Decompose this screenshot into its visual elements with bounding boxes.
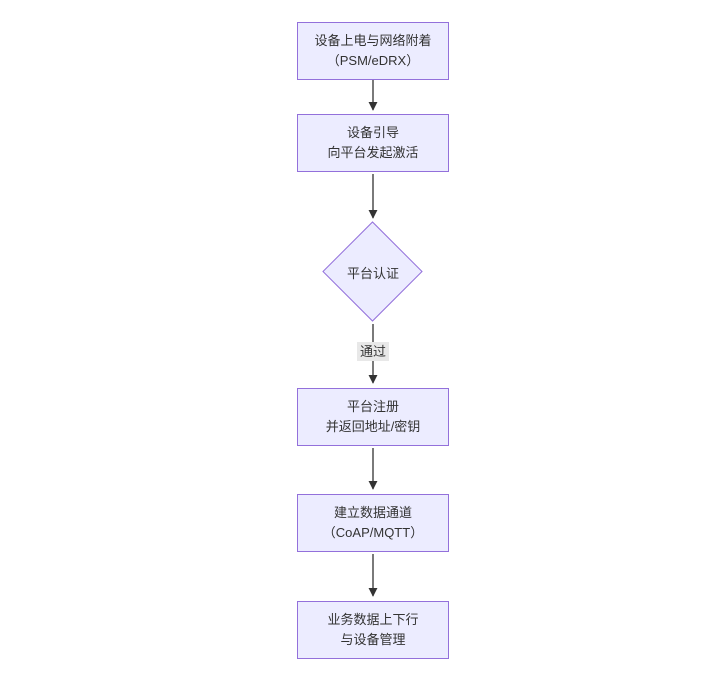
node-platform-auth: 平台认证 [322, 221, 423, 322]
node-bootstrap: 设备引导 向平台发起激活 [297, 114, 449, 172]
node-business: 业务数据上下行 与设备管理 [297, 601, 449, 659]
node-power-attach-line-2: （PSM/eDRX） [326, 53, 420, 68]
node-bootstrap-line-2: 向平台发起激活 [327, 145, 419, 160]
node-business-line-2: 与设备管理 [340, 632, 406, 647]
node-register-line-2: 并返回地址/密钥 [325, 419, 421, 434]
node-data-channel: 建立数据通道 （CoAP/MQTT） [297, 494, 449, 552]
node-power-attach: 设备上电与网络附着 （PSM/eDRX） [297, 22, 449, 80]
node-register-line-1: 平台注册 [346, 399, 399, 414]
node-data-channel-line-1: 建立数据通道 [333, 505, 412, 520]
node-bootstrap-line-1: 设备引导 [346, 125, 399, 140]
node-platform-auth-label: 平台认证 [346, 265, 399, 281]
edge-label-pass: 通过 [356, 342, 390, 361]
node-register: 平台注册 并返回地址/密钥 [297, 388, 449, 446]
node-data-channel-line-2: （CoAP/MQTT） [322, 525, 424, 540]
node-power-attach-line-1: 设备上电与网络附着 [314, 33, 432, 48]
node-business-line-1: 业务数据上下行 [327, 612, 419, 627]
